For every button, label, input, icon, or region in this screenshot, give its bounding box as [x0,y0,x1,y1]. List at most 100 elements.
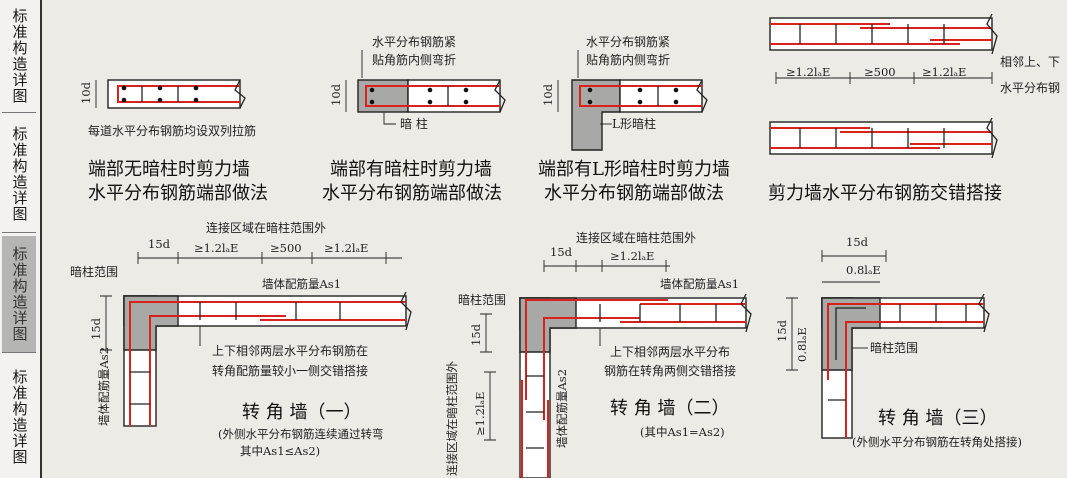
rebar-dot [193,97,199,103]
horizontal-rebar [770,23,992,45]
detail-l-column: 水平分布钢筋紧 贴角筋内侧弯折 10d L形暗柱 端部有L形暗柱时剪力墙 水平分… [538,34,730,204]
detail-title-line1: 端部有L形暗柱时剪力墙 [538,159,730,180]
dim-08-side: 0.8lₐE [795,327,809,362]
dim-lap-a: ≥1.2lₐE [786,65,830,79]
column-range-label: 暗柱范围 [458,292,506,307]
rebar-dot [427,87,433,93]
rebar-dot [121,97,127,103]
rebar-dot [121,85,127,91]
dim-15d-top: 15d [550,245,573,259]
wall-section [619,79,703,113]
outer-rebar [129,301,406,426]
rebar-dot [637,99,643,105]
detail-no-column: 10d 每道水平分布钢筋均设双列拉筋 端部无暗柱时剪力墙 水平分布钢筋端部做法 [79,79,268,204]
corner-title: 转 角 墙（二） [610,398,729,419]
sidebar-tab-3-active[interactable]: 标准构造详图 [2,236,36,353]
corner-sub-line1: (外侧水平分布钢筋在转角处搭接) [852,435,1022,449]
rebar-dot [587,99,593,105]
horizontal-rebar [579,85,702,107]
dimension-line [137,252,402,264]
as1-label: 墙体配筋量As1 [262,277,341,291]
corner-title: 转 角 墙（一） [242,402,361,423]
sidebar: 标准构造详图 标准构造详图 标准构造详图 标准构造详图 [0,0,42,478]
break-line [986,13,998,55]
detail-note: 每道水平分布钢筋均设双列拉筋 [88,123,256,138]
dim-15d-side: 15d [89,317,103,340]
corner-note-line1: 上下相邻两层水平分布 [610,345,730,359]
dim-15d-top: 15d [846,235,869,249]
as2-label: 墙体配筋量As2 [97,347,111,426]
corner-sub-line2: 其中As1≤As2) [240,444,320,458]
wall-section-lower [769,121,993,155]
side-note-line1: 相邻上、下 [1000,55,1060,69]
sidebar-tab-1[interactable]: 标准构造详图 [2,0,36,113]
corner-sub-line1: (其中As1=As2) [640,425,725,439]
break-line [978,293,990,333]
rebar-dot [463,99,469,105]
detail-title-line2: 水平分布钢筋端部做法 [322,183,502,204]
break-line [234,79,246,109]
sidebar-tab-label: 标准构造详图 [10,369,29,465]
column-label: 暗 柱 [400,116,428,131]
corner-wall-3: 15d 0.8lₐE 15d 0.8lₐE 暗柱范围 转 角 墙（三） (外侧水… [775,235,1022,449]
lap-rebar [835,307,866,360]
corner-wall-2: 连接区域在暗柱范围外 15d ≥1.2lₐE 暗柱范围 墙体配筋量As1 15d… [445,230,752,478]
break-line [696,79,708,113]
detail-drawings: 10d 每道水平分布钢筋均设双列拉筋 端部无暗柱时剪力墙 水平分布钢筋端部做法 … [70,13,1060,478]
sidebar-tab-label: 标准构造详图 [10,246,29,342]
connection-note: 连接区域在暗柱范围外 [206,220,326,235]
corner-sub-line1: (外侧水平分布钢筋连续通过转弯 [218,427,384,441]
sidebar-tab-4[interactable]: 标准构造详图 [2,356,36,478]
dimension-line [775,72,993,84]
detail-title: 剪力墙水平分布钢筋交错搭接 [768,183,1002,204]
rebar-dot [673,87,679,93]
vertical-connection-note: 连接区域在暗柱范围外 [445,361,459,476]
detail-hidden-column: 水平分布钢筋紧 贴角筋内侧弯折 10d 暗 柱 端部有暗柱时剪力墙 水平分布钢筋… [322,34,506,204]
rebar-dot [369,99,375,105]
connection-note: 连接区域在暗柱范围外 [576,230,696,245]
rebar-dot [157,97,163,103]
rebar-dot [673,99,679,105]
rebar-dot [637,87,643,93]
rebar-dot [369,87,375,93]
dim-lap-a: ≥1.2lₐE [610,249,654,263]
dim-10d: 10d [329,83,343,106]
callout-line1: 水平分布钢筋紧 [586,34,670,49]
corner-wall-1: 连接区域在暗柱范围外 15d ≥1.2lₐE ≥500 ≥1.2lₐE 暗柱范围… [70,220,412,458]
detail-title-line2: 水平分布钢筋端部做法 [88,183,268,204]
dim-gap: ≥500 [864,65,896,79]
sidebar-tab-label: 标准构造详图 [10,126,29,222]
rebar-dot [463,87,469,93]
sidebar-tab-label: 标准构造详图 [10,8,29,104]
break-line [740,293,752,333]
horizontal-rebar [365,85,500,107]
dim-gap: ≥500 [270,241,302,255]
dimension-line [100,295,112,351]
corner-note-line2: 钢筋在转角两侧交错搭接 [604,363,736,378]
dimension-line [480,313,492,353]
break-line [400,291,412,331]
sidebar-tab-2[interactable]: 标准构造详图 [2,116,36,233]
rebar-dot [587,87,593,93]
dim-08-top: 0.8lₐE [846,263,881,277]
detail-staggered-lap: ≥1.2lₐE ≥500 ≥1.2lₐE 相邻上、下 水平分布钢 剪力墙水平分布… [768,13,1060,204]
dim-15d-top: 15d [148,237,171,251]
dim-lap-c: ≥1.2lₐE [922,65,966,79]
hidden-column [519,297,577,353]
rebar-dot [157,85,163,91]
corner-note-line2: 转角配筋量较小一侧交错搭接 [212,363,368,378]
drawing-sheet: 10d 每道水平分布钢筋均设双列拉筋 端部无暗柱时剪力墙 水平分布钢筋端部做法 … [42,0,1067,478]
break-line [494,79,506,113]
side-note-line2: 水平分布钢 [1000,81,1060,95]
dimension-line [543,260,670,272]
outer-rebar-a [827,303,984,380]
detail-title-line1: 端部无暗柱时剪力墙 [88,159,250,180]
wall-section-upper [769,17,993,51]
corner-title: 转 角 墙（三） [878,408,997,429]
wall-section [107,79,241,109]
column-range-label: 暗柱范围 [70,264,118,279]
column-range-label: 暗柱范围 [870,340,918,355]
as2-label: 墙体配筋量As2 [555,369,569,448]
horizontal-rebar [117,85,240,103]
dimension-line [786,297,798,371]
